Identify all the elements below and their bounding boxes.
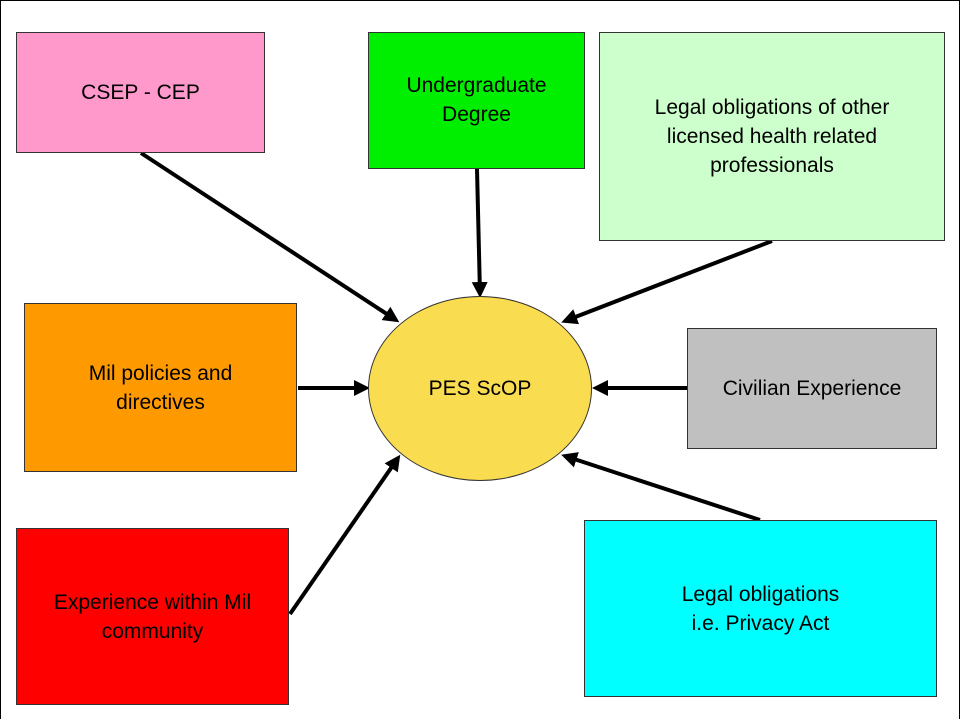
- arrow-ugrad: [471, 168, 488, 298]
- arrow-legal1: [561, 239, 773, 325]
- box-civilian-experience-label: Civilian Experience: [722, 377, 902, 400]
- box-legal-obligations-professionals: Legal obligations of other licensed heal…: [599, 32, 945, 241]
- box-mil-policies-label: Mil policies and directives: [88, 361, 233, 414]
- center-ellipse-pes-scop: PES ScOP: [368, 296, 592, 481]
- box-csep-cep-label: CSEP - CEP: [81, 81, 200, 104]
- arrow-csep: [139, 151, 400, 323]
- box-mil-policies: Mil policies and directives: [24, 303, 297, 472]
- center-label: PES ScOP: [428, 376, 532, 400]
- arrow-exp: [288, 454, 401, 616]
- box-undergraduate-degree-label: Undergraduate Degree: [406, 74, 547, 126]
- box-legal-obligations-privacy-label: Legal obligations i.e. Privacy Act: [681, 582, 840, 635]
- box-legal-obligations-professionals-label: Legal obligations of other licensed heal…: [654, 96, 890, 177]
- box-experience-mil-community-label: Experience within Mil community: [53, 590, 252, 643]
- box-undergraduate-degree: Undergraduate Degree: [368, 32, 585, 169]
- box-experience-mil-community: Experience within Mil community: [16, 528, 289, 705]
- box-legal-obligations-privacy: Legal obligations i.e. Privacy Act: [584, 520, 937, 697]
- box-civilian-experience: Civilian Experience: [687, 328, 937, 449]
- box-csep-cep: CSEP - CEP: [16, 32, 265, 153]
- arrow-legal2: [561, 452, 761, 522]
